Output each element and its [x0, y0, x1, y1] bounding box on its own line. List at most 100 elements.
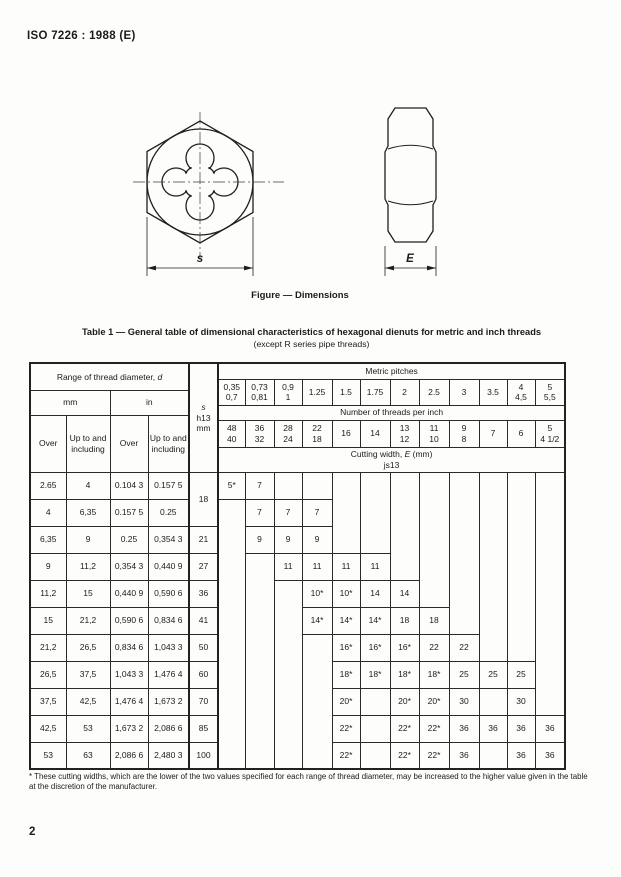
table-footnote: * These cutting widths, which are the lo…: [29, 772, 588, 792]
cell-cutting-width: 22*: [389, 741, 420, 770]
cell-empty-region: [389, 499, 420, 526]
cell-empty-region: [273, 634, 303, 661]
cell-cutting-width: 14: [359, 579, 391, 608]
cell-upto-mm: 37,5: [65, 660, 111, 689]
pitch-value-cell: 2: [389, 378, 420, 406]
cell-cutting-width: 25: [506, 660, 536, 689]
upto-in-header: Up to and including: [147, 414, 190, 473]
cell-cutting-width: 36: [506, 714, 536, 743]
cell-empty-region: [331, 526, 361, 553]
cell-empty-region: [534, 526, 566, 553]
cell-upto-in: 1,476 4: [147, 660, 190, 689]
cell-cutting-width: 11: [331, 552, 361, 581]
cell-empty-region: [301, 661, 333, 688]
cell-empty-region: [534, 472, 566, 499]
cell-empty-region: [506, 580, 536, 607]
cell-cutting-width: 14*: [331, 606, 361, 635]
tpi-value-cell: 16: [331, 419, 361, 448]
cell-over-in: 1,476 4: [109, 687, 149, 716]
cell-empty-region: [478, 472, 508, 499]
cell-cutting-width: 36: [506, 741, 536, 770]
cell-s-width: 27: [188, 552, 219, 581]
cell-upto-in: 1,043 3: [147, 633, 190, 662]
cell-empty-region: [448, 499, 480, 526]
cell-empty-region: [506, 553, 536, 580]
cell-s-width: 50: [188, 633, 219, 662]
cell-empty-region: [219, 688, 246, 715]
cell-cutting-width: 22*: [331, 714, 361, 743]
cell-cutting-width: 5*: [219, 471, 246, 500]
cell-cutting-width: [301, 471, 333, 500]
cell-empty-region: [448, 580, 480, 607]
face-boundary-bottom: [387, 200, 434, 206]
face-boundary-top: [387, 144, 434, 150]
cell-empty-region: [273, 661, 303, 688]
cell-upto-in: 0,834 6: [147, 606, 190, 635]
table-left-block: Range of thread diameter, d s h13 mm mm …: [29, 362, 220, 770]
cell-empty-region: [244, 607, 275, 634]
cell-over-mm: 11,2: [29, 579, 67, 608]
mm-header: mm: [29, 389, 111, 416]
cell-over-in: 0,440 9: [109, 579, 149, 608]
cell-over-in: 0,590 6: [109, 606, 149, 635]
cell-cutting-width: 22: [448, 633, 480, 662]
cell-over-in: 1,043 3: [109, 660, 149, 689]
cell-cutting-width: [359, 687, 391, 716]
range-header: Range of thread diameter, d: [29, 362, 190, 391]
dimension-e: [384, 246, 437, 276]
cell-cutting-width: [478, 687, 508, 716]
cell-empty-region: [478, 553, 508, 580]
cell-upto-mm: 11,2: [65, 552, 111, 581]
tpi-value-cell: 14: [359, 419, 391, 448]
cell-s-width: 18: [188, 471, 219, 527]
cell-over-mm: 9: [29, 552, 67, 581]
cell-cutting-width: 36: [448, 714, 480, 743]
cell-cutting-width: 20*: [389, 687, 420, 716]
table-title-line2: (except R series pipe threads): [253, 338, 370, 349]
cell-cutting-width: [273, 471, 303, 500]
cell-cutting-width: [478, 741, 508, 770]
cell-cutting-width: 14*: [359, 606, 391, 635]
cell-cutting-width: 16*: [331, 633, 361, 662]
table-title-line1: Table 1 — General table of dimensional c…: [81, 327, 542, 337]
cell-upto-mm: 53: [65, 714, 111, 743]
cell-empty-region: [506, 472, 536, 499]
centerlines: [133, 112, 284, 258]
dimension-s: [146, 217, 254, 276]
cell-empty-region: [244, 742, 275, 769]
tpi-value-cell: 6: [506, 419, 536, 448]
cell-cutting-width: 16*: [389, 633, 420, 662]
dimensions-figure: s E: [133, 107, 437, 276]
cell-over-in: 0,354 3: [109, 552, 149, 581]
cell-upto-in: 0,440 9: [147, 552, 190, 581]
dimension-e-label: E: [406, 253, 414, 265]
cell-empty-region: [273, 742, 303, 769]
cell-empty-region: [534, 607, 566, 634]
cell-over-mm: 4: [29, 498, 67, 527]
cell-upto-in: 0,590 6: [147, 579, 190, 608]
cell-cutting-width: 16*: [359, 633, 391, 662]
cell-upto-mm: 6,35: [65, 498, 111, 527]
pitch-value-cell: 1.5: [331, 378, 361, 406]
cell-cutting-width: 36: [448, 741, 480, 770]
cell-s-width: 41: [188, 606, 219, 635]
cell-cutting-width: 36: [534, 741, 566, 770]
over-mm-header: Over: [29, 414, 67, 473]
cell-cutting-width: 9: [301, 525, 333, 554]
cell-empty-region: [534, 553, 566, 580]
